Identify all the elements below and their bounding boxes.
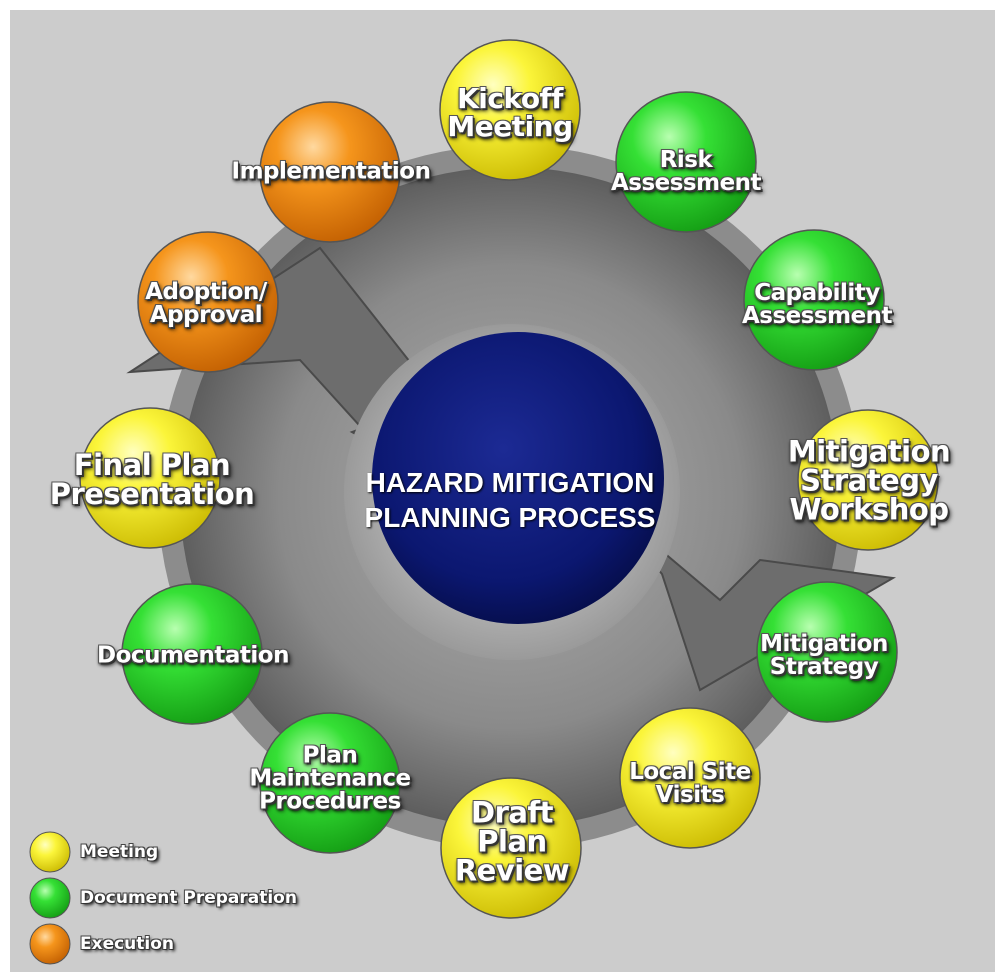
step-circle-capability-assessment [743, 229, 885, 371]
step-label-line: Adoption/ [145, 279, 267, 305]
legend-label-document: Document Preparation [80, 888, 297, 908]
step-circle-adoption-approval [137, 231, 279, 373]
step-label-line: Assessment [741, 303, 893, 329]
center-title-line-1: HAZARD MITIGATION [365, 467, 655, 498]
step-circle-mitigation-strategy-workshop [797, 409, 939, 551]
step-label-line: Local Site [629, 759, 751, 785]
step-label-adoption-approval: Adoption/Approval [145, 279, 267, 328]
step-label-line: Approval [149, 302, 263, 328]
step-label-line: Review [454, 853, 570, 888]
step-circle-kickoff-meeting [439, 39, 581, 181]
step-label-line: Kickoff [457, 82, 563, 115]
step-circle-final-plan-presentation [79, 407, 221, 549]
center-title-line-2: PLANNING PROCESS [364, 502, 656, 533]
step-label-line: Workshop [789, 492, 949, 527]
legend-swatch-document [29, 877, 71, 919]
step-label-line: Implementation [231, 158, 431, 185]
step-label-line: Draft [471, 795, 553, 830]
cycle-arrow-right [591, 491, 897, 692]
step-label-line: Procedures [259, 788, 401, 815]
step-label-line: Mitigation [787, 434, 951, 469]
step-label-line: Assessment [610, 170, 762, 196]
legend-label-execution: Execution [80, 934, 175, 954]
step-circle-draft-plan-review [440, 777, 582, 919]
step-circle-mitigation-strategy [756, 581, 898, 723]
step-label-line: Meeting [447, 110, 573, 143]
step-label-line: Visits [655, 782, 725, 808]
step-label-line: Plan [302, 742, 358, 769]
legend-label-meeting: Meeting [80, 842, 159, 862]
step-label-documentation: Documentation [97, 642, 289, 669]
legend-swatch-meeting [29, 831, 71, 873]
step-label-line: Plan [477, 824, 547, 859]
step-label-line: Final Plan [73, 448, 231, 482]
step-label-line: Presentation [49, 477, 255, 511]
step-label-line: Strategy [800, 463, 938, 498]
step-circle-local-site-visits [619, 707, 761, 849]
step-circle-documentation [121, 583, 263, 725]
step-label-line: Maintenance [249, 765, 411, 792]
center-hub [372, 332, 664, 624]
center-title: HAZARD MITIGATION PLANNING PROCESS [365, 465, 656, 535]
step-circle-implementation [259, 101, 401, 243]
step-label-implementation: Implementation [231, 158, 431, 185]
step-label-line: Documentation [97, 642, 289, 669]
step-circle-plan-maintenance-procedures [259, 712, 401, 854]
step-label-line: Strategy [769, 654, 879, 680]
step-circle-risk-assessment [615, 91, 757, 233]
legend-swatch-execution [29, 923, 71, 965]
step-label-line: Capability [754, 280, 880, 306]
step-label-line: Risk [659, 147, 713, 173]
step-label-line: Mitigation [760, 631, 888, 657]
